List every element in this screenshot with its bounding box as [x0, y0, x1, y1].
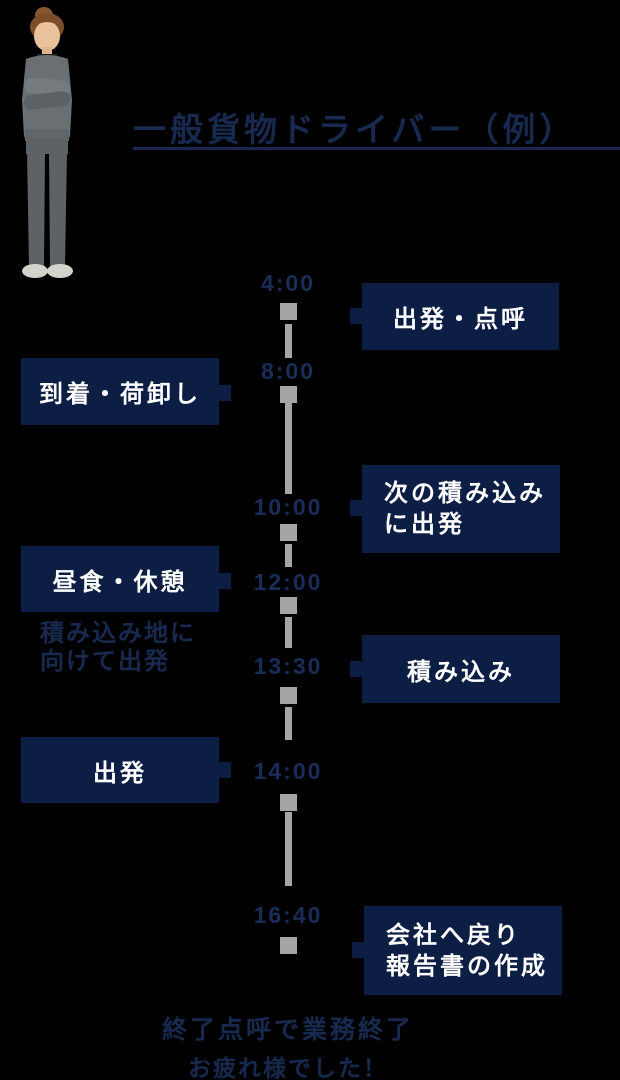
timeline-marker — [280, 386, 297, 403]
time-label: 16:40 — [253, 902, 323, 928]
page-title: 一般貨物ドライバー（例） — [133, 111, 577, 148]
event-label: 昼食・休憩 — [52, 568, 188, 596]
time-label: 10:00 — [253, 494, 323, 520]
box-connector — [350, 500, 362, 516]
box-connector — [350, 661, 362, 677]
event-box-depart-next-loading: 次の積み込み に出発 — [350, 465, 560, 553]
timeline-marker — [280, 597, 297, 614]
event-box-return-report: 会社へ戻り 報告書の作成 — [352, 906, 562, 995]
event-label: 会社へ戻り — [386, 921, 521, 949]
timeline-marker — [280, 794, 297, 811]
event-label: 到着・荷卸し — [39, 381, 201, 408]
event-box-loading: 積み込み — [350, 635, 560, 703]
event-label: 報告書の作成 — [386, 952, 548, 980]
time-label: 8:00 — [260, 358, 316, 384]
side-note-line: 向けて出発 — [40, 648, 170, 675]
footer-end-rollcall-text: 終了点呼で業務終了 — [161, 1016, 414, 1044]
event-label: 次の積み込み — [384, 480, 546, 507]
timeline-segment — [285, 403, 292, 494]
box-connector — [352, 942, 364, 958]
timeline-marker — [280, 687, 297, 704]
side-note-line: 積み込み地に — [40, 620, 196, 647]
event-box-departure: 出発 — [21, 737, 231, 803]
box-connector — [219, 762, 231, 778]
side-note: 積み込み地に 向けて出発 — [40, 620, 196, 676]
timeline-marker — [280, 303, 297, 320]
event-label: に出発 — [384, 511, 465, 538]
timeline-segment — [285, 812, 292, 886]
footer-thanks-text: お疲れ様でした！ — [188, 1055, 388, 1080]
timeline-segment — [285, 544, 292, 567]
timeline-marker — [280, 937, 297, 954]
timeline-segment — [285, 707, 292, 740]
event-label: 出発 — [93, 759, 147, 787]
timeline-segment — [285, 324, 292, 358]
box-connector — [350, 308, 362, 324]
timeline-segment — [285, 617, 292, 648]
event-label: 積み込み — [407, 658, 515, 686]
box-connector — [219, 573, 231, 589]
title-underline — [133, 147, 620, 150]
time-label: 12:00 — [253, 569, 323, 595]
event-box-arrival-unloading: 到着・荷卸し — [21, 358, 231, 425]
time-label: 4:00 — [260, 270, 316, 296]
driver-photo — [22, 7, 73, 278]
box-connector — [219, 385, 231, 401]
event-label: 出発・点呼 — [393, 306, 528, 333]
time-label: 14:00 — [253, 758, 323, 784]
time-label: 13:30 — [253, 653, 323, 679]
event-box-lunch-break: 昼食・休憩 — [21, 546, 231, 612]
timeline-marker — [280, 524, 297, 541]
event-box-departure-rollcall: 出発・点呼 — [350, 283, 559, 350]
